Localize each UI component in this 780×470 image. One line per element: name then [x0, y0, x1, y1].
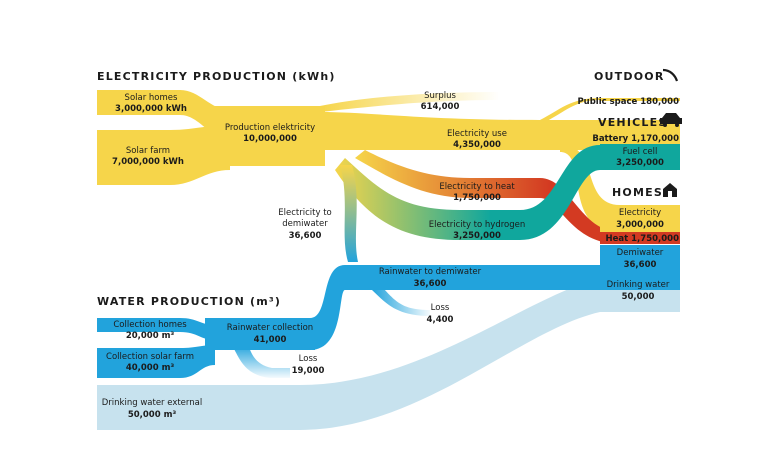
value-collection-solar-farm: 40,000 m³	[126, 363, 175, 373]
label-to-hydrogen: Electricity to hydrogen	[429, 220, 526, 230]
value-solar-farm: 7,000,000 kWh	[112, 157, 184, 167]
label-to-heat: Electricity to heat	[439, 182, 515, 192]
flow-loss-4400	[372, 285, 430, 316]
node-demiwater-out	[600, 245, 680, 270]
bar-heat	[600, 232, 680, 244]
value-collection-homes: 20,000 m³	[126, 331, 175, 341]
header-homes: HOMES	[612, 186, 663, 199]
label-solar-farm: Solar farm	[126, 146, 170, 156]
bar-electricity	[600, 205, 680, 232]
value-drinking-out: 50,000	[622, 292, 655, 302]
label-electricity-use: Electricity use	[447, 129, 507, 139]
header-vehicles: VEHICLES	[598, 116, 667, 129]
value-drinking-external: 50,000 m³	[128, 410, 177, 420]
flow-loss-19000	[232, 345, 290, 378]
label-electricity-out: Electricity	[619, 208, 661, 218]
label-loss-large: Loss	[299, 354, 318, 364]
bar-battery	[600, 131, 680, 144]
flow-solar-farm	[97, 125, 230, 185]
label-demiwater-out: Demiwater	[617, 248, 664, 258]
header-electricity: ELECTRICITY PRODUCTION (kWh)	[97, 70, 336, 83]
label-rain-to-demi: Rainwater to demiwater	[379, 267, 482, 277]
flow-surplus	[320, 92, 500, 112]
flow-rain-to-demi	[310, 265, 680, 350]
flow-solar-homes	[97, 90, 230, 140]
label-solar-homes: Solar homes	[125, 93, 178, 103]
label-heat-out: Heat 1,750,000	[606, 234, 680, 244]
value-loss-large: 19,000	[292, 366, 325, 376]
value-electricity-out: 3,000,000	[616, 220, 664, 230]
label-battery: Battery 1,170,000	[592, 134, 679, 144]
flow-collection-solar-farm	[97, 345, 215, 378]
value-surplus: 614,000	[421, 102, 460, 112]
node-production	[215, 106, 325, 166]
label-drinking-out: Drinking water	[607, 280, 670, 290]
value-rain-to-demi: 36,600	[414, 279, 447, 289]
label-drinking-external: Drinking water external	[102, 398, 202, 408]
header-outdoor: OUTDOOR	[594, 70, 665, 83]
value-demiwater-out: 36,600	[624, 260, 657, 270]
label-production: Production elektricity	[225, 123, 315, 133]
flow-to-hydrogen	[335, 145, 680, 240]
value-to-hydrogen: 3,250,000	[453, 231, 501, 241]
value-electricity-use: 4,350,000	[453, 140, 501, 150]
label-to-demiwater-2: demiwater	[282, 219, 328, 229]
value-to-demiwater: 36,600	[289, 231, 322, 241]
label-loss-small: Loss	[431, 303, 450, 313]
value-to-heat: 1,750,000	[453, 193, 501, 203]
bar-fuel-cell	[600, 144, 680, 170]
flow-drinking-water	[97, 278, 680, 430]
curve-icon	[662, 68, 679, 82]
bar-public-space	[600, 98, 680, 101]
node-rain-collection	[205, 318, 315, 350]
label-rain-collection: Rainwater collection	[227, 323, 313, 333]
value-rain-collection: 41,000	[254, 335, 287, 345]
flow-public-space	[540, 98, 680, 122]
header-water: WATER PRODUCTION (m³)	[97, 295, 281, 308]
label-fuel-cell: Fuel cell	[623, 147, 658, 157]
label-to-demiwater-1: Electricity to	[278, 208, 331, 218]
label-public-space: Public space 180,000	[577, 97, 679, 107]
car-icon	[660, 113, 682, 127]
flow-to-heat	[355, 150, 680, 244]
value-production: 10,000,000	[243, 134, 297, 144]
value-solar-homes: 3,000,000 kWh	[115, 104, 187, 114]
label-surplus: Surplus	[424, 91, 456, 101]
value-fuel-cell: 3,250,000	[616, 158, 664, 168]
flow-to-demiwater	[340, 165, 358, 262]
label-collection-homes: Collection homes	[113, 320, 187, 330]
value-loss-small: 4,400	[427, 315, 454, 325]
label-collection-solar-farm: Collection solar farm	[106, 352, 194, 362]
house-icon	[663, 183, 677, 197]
flow-collection-homes	[97, 318, 215, 340]
